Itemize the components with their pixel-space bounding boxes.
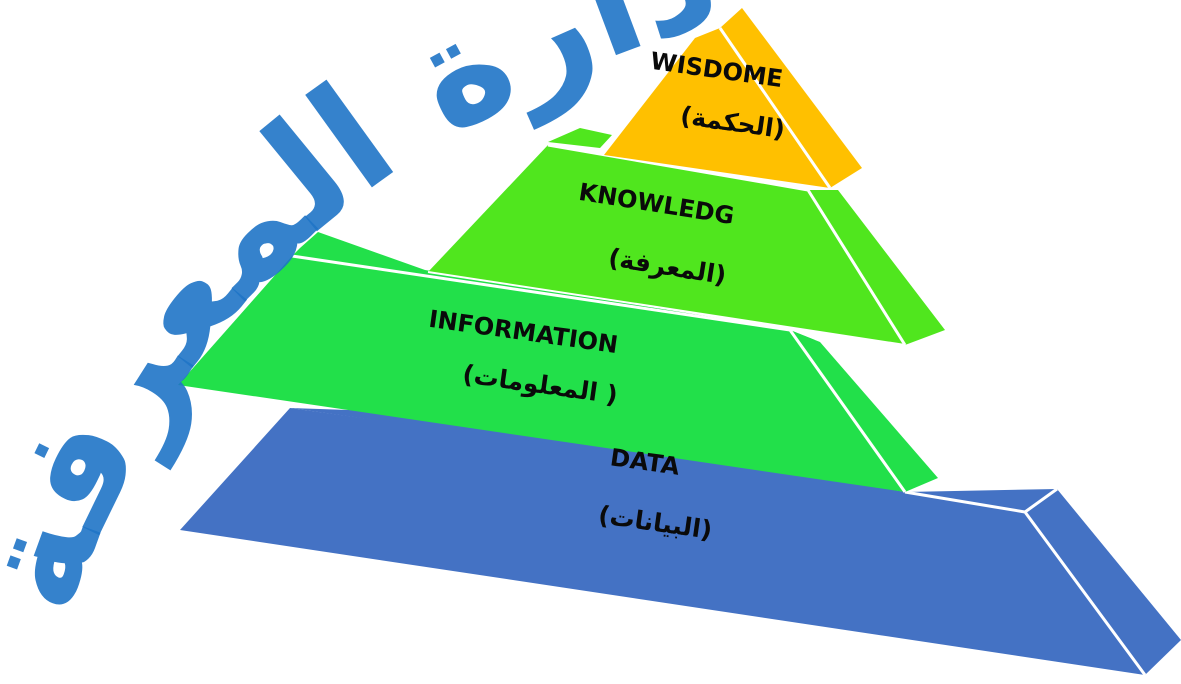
wisdom-layer-side-face xyxy=(720,8,862,188)
knowledge-layer-edge xyxy=(547,143,907,346)
data-layer-front-face xyxy=(180,408,1145,675)
data-layer-side-face xyxy=(1025,489,1181,675)
wisdom-layer xyxy=(604,8,862,189)
information-layer-edge xyxy=(291,254,907,493)
wisdom-layer-front-face xyxy=(604,28,830,188)
wisdom-layer-edge xyxy=(718,27,832,189)
knowledge-layer-front-face xyxy=(428,145,905,345)
information-layer-side-face xyxy=(790,330,938,492)
information-layer-front-face xyxy=(178,256,905,492)
data-layer-top-edge xyxy=(1024,487,1058,514)
knowledge-layer-side-face xyxy=(808,190,945,345)
knowledge-layer-top-face xyxy=(548,128,612,148)
information-layer xyxy=(178,232,938,493)
knowledge-layer-bottom-edge xyxy=(427,271,906,346)
knowledge-layer xyxy=(427,128,945,346)
